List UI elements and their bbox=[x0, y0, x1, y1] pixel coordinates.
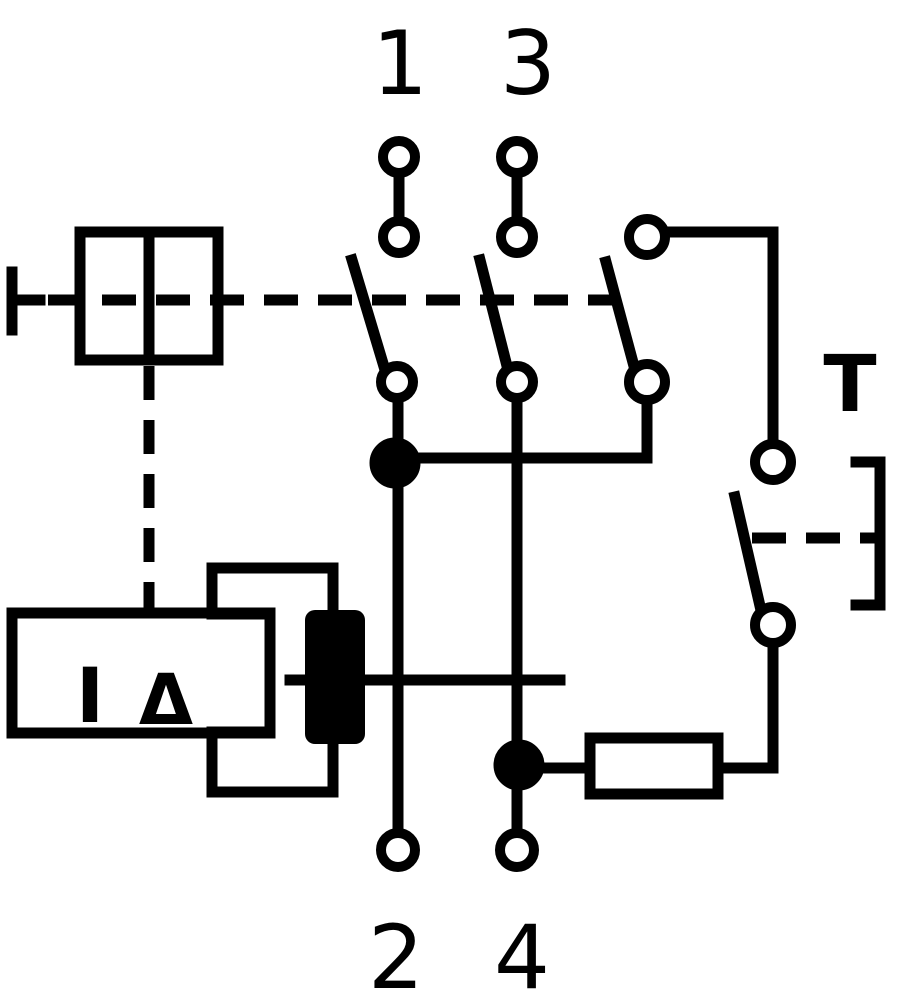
terminal-label-4: 4 bbox=[494, 906, 550, 1000]
test-circuit-wiring bbox=[394, 226, 779, 774]
pole-3-top-terminals bbox=[496, 136, 538, 258]
test-button-label: T bbox=[823, 340, 876, 430]
terminal-label-2: 2 bbox=[368, 906, 424, 1000]
pole-1-top-terminals bbox=[378, 136, 420, 258]
terminal-4 bbox=[495, 828, 539, 872]
trip-unit-current-symbol: I bbox=[76, 651, 104, 740]
svg-text:T: T bbox=[823, 340, 876, 430]
switch-contact-pole-3 bbox=[473, 253, 538, 403]
trip-unit-label: I Δ bbox=[76, 651, 193, 741]
test-button bbox=[728, 439, 886, 648]
terminal-label-1: 1 bbox=[372, 12, 428, 115]
junction-node-pole-3 bbox=[493, 739, 545, 791]
trip-unit bbox=[6, 607, 276, 739]
switch-contact-pole-1 bbox=[345, 253, 418, 403]
switch-contact-test-circuit bbox=[599, 214, 670, 405]
terminal-label-3: 3 bbox=[500, 12, 556, 115]
trip-unit-delta-symbol: Δ bbox=[139, 659, 193, 741]
test-resistor bbox=[584, 732, 724, 800]
junction-node-pole-1 bbox=[369, 437, 421, 489]
terminal-2 bbox=[376, 828, 420, 872]
